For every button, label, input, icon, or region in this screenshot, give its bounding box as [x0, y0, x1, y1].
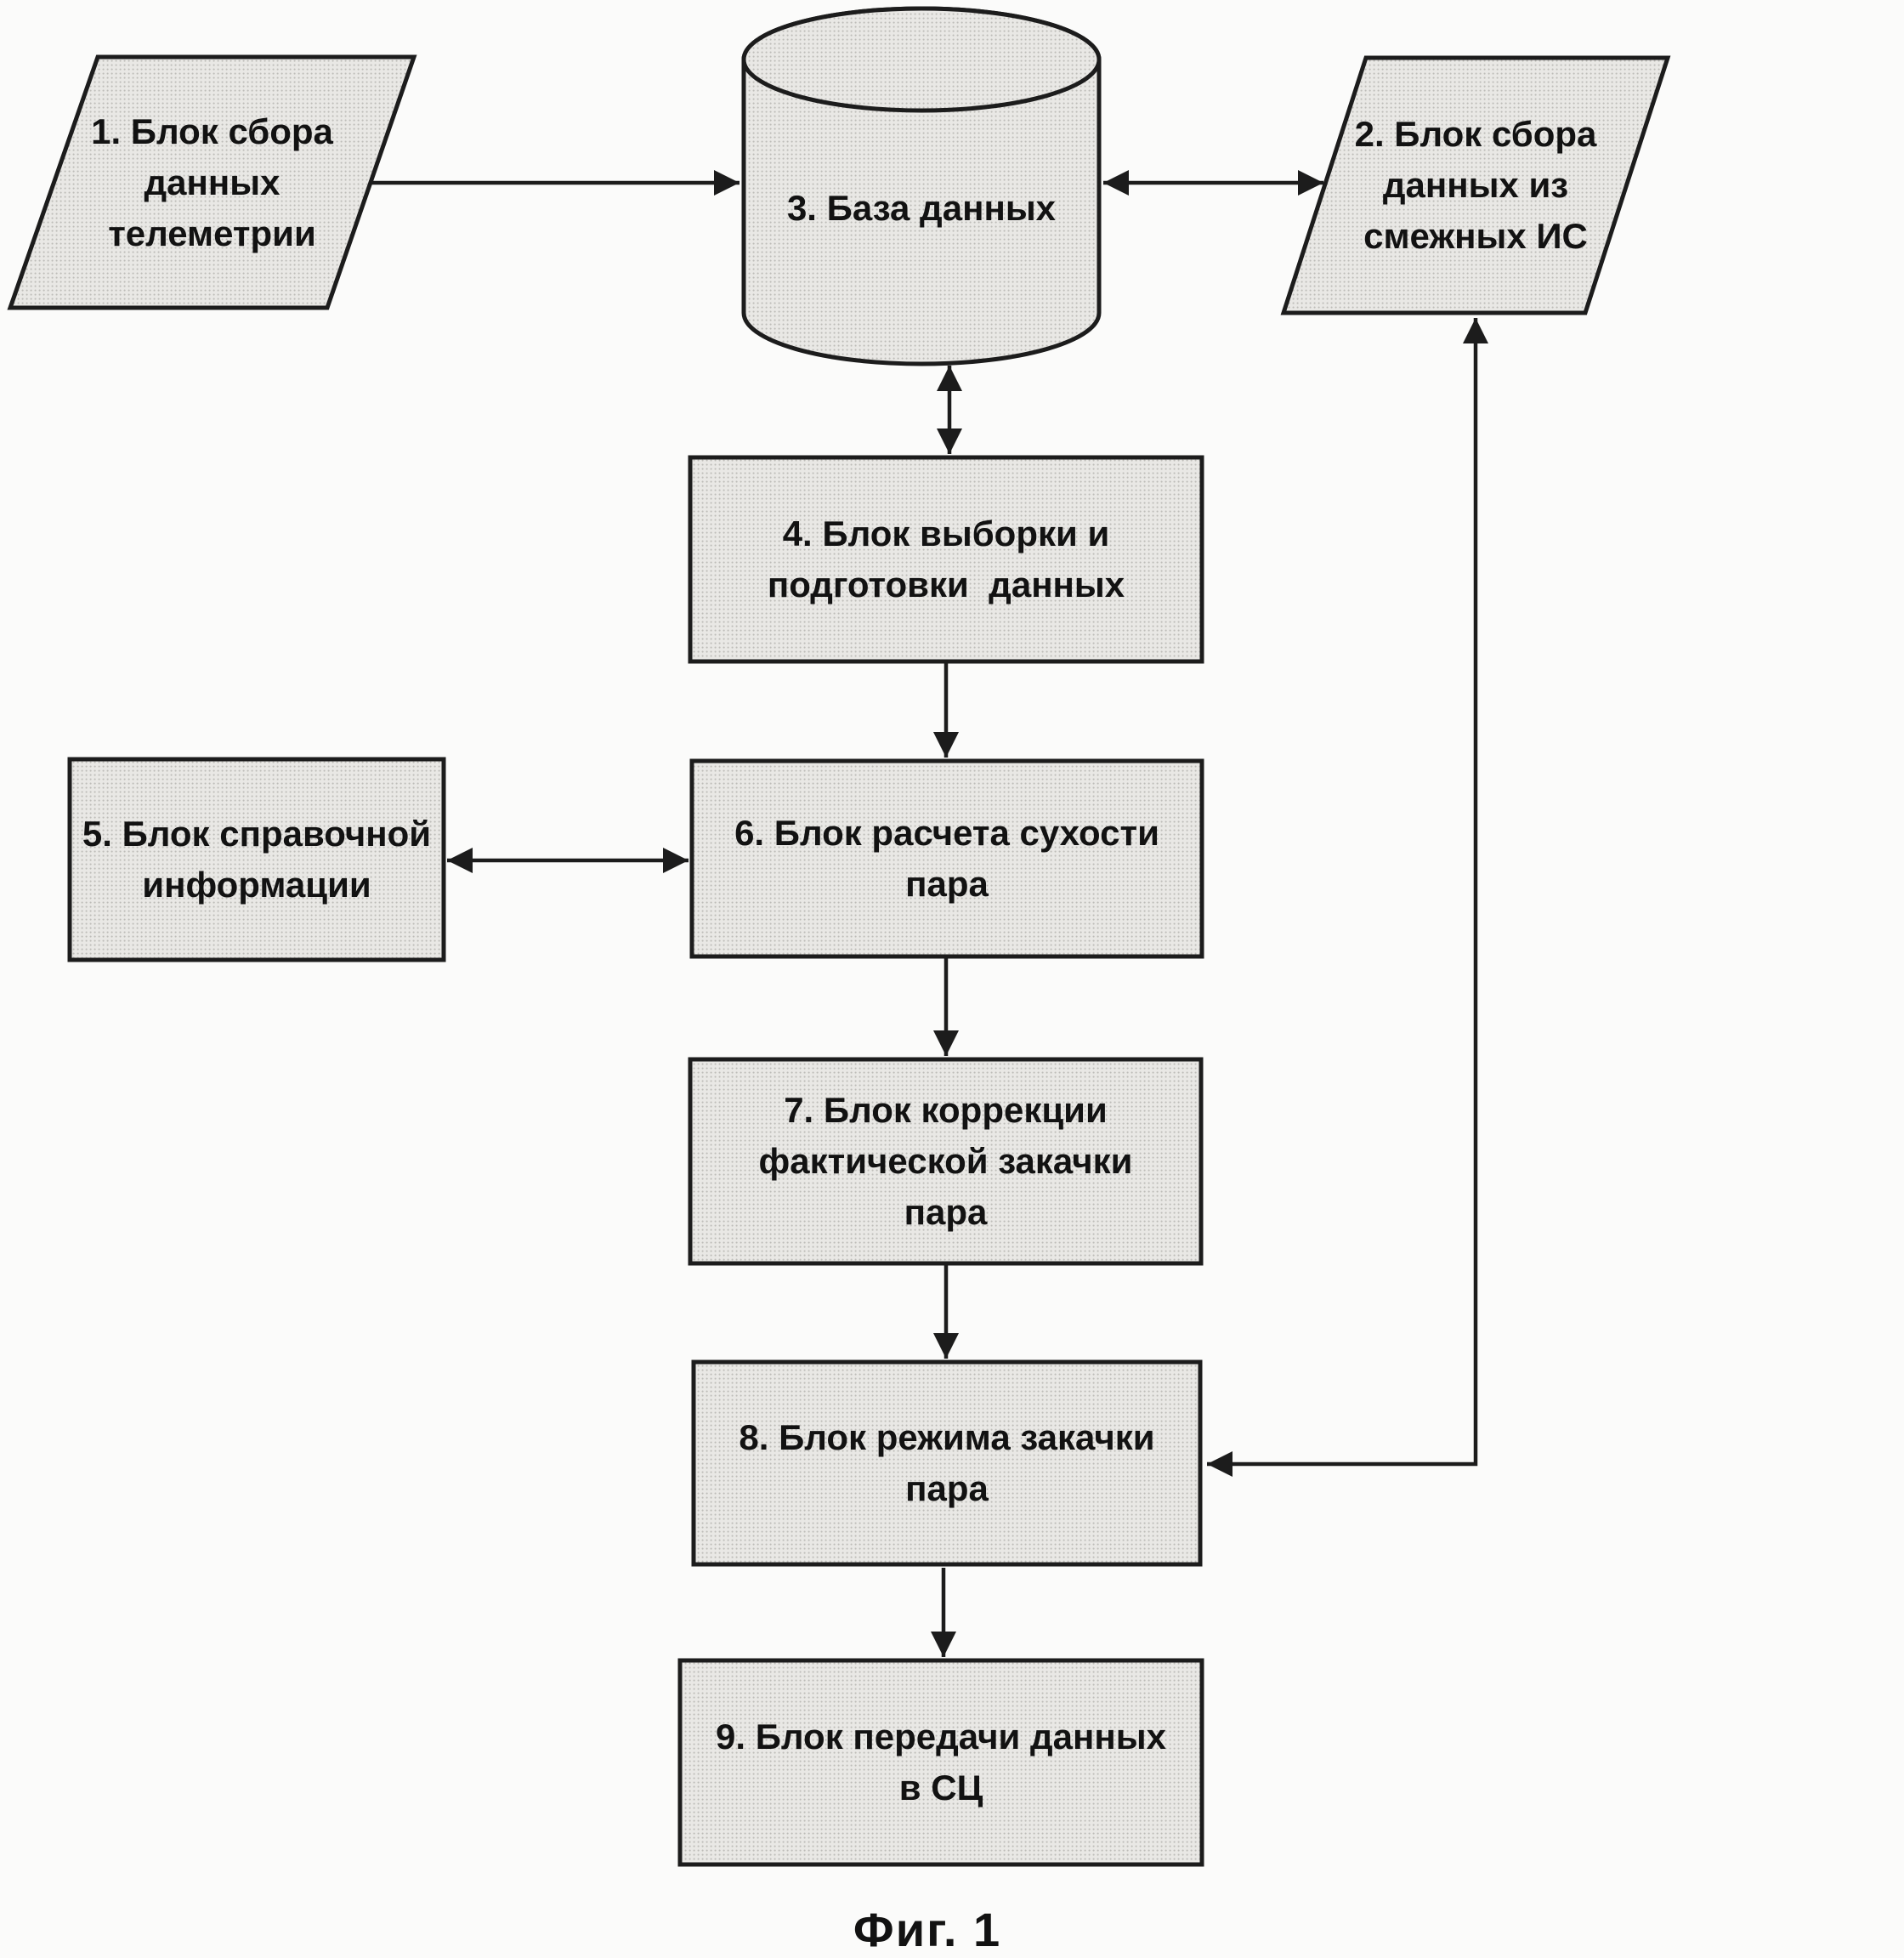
regime-node-shape: [691, 1359, 1203, 1567]
reference-node-shape: [67, 757, 446, 962]
dryness-node-shape: [689, 758, 1204, 959]
edge-adjacent-regime-elbow-double: [1207, 318, 1488, 1477]
database-node-label: 3. База данных: [786, 188, 1057, 228]
transfer-node-shape: [677, 1658, 1204, 1867]
figure-caption: Фиг. 1: [853, 1903, 1002, 1956]
adjacent-is-node-shape: [1280, 55, 1671, 315]
telemetry-node-shape: [7, 54, 417, 310]
database-cylinder-top: [741, 6, 1102, 113]
sampling-node-shape: [688, 455, 1204, 664]
correction-node-shape: [688, 1057, 1204, 1266]
